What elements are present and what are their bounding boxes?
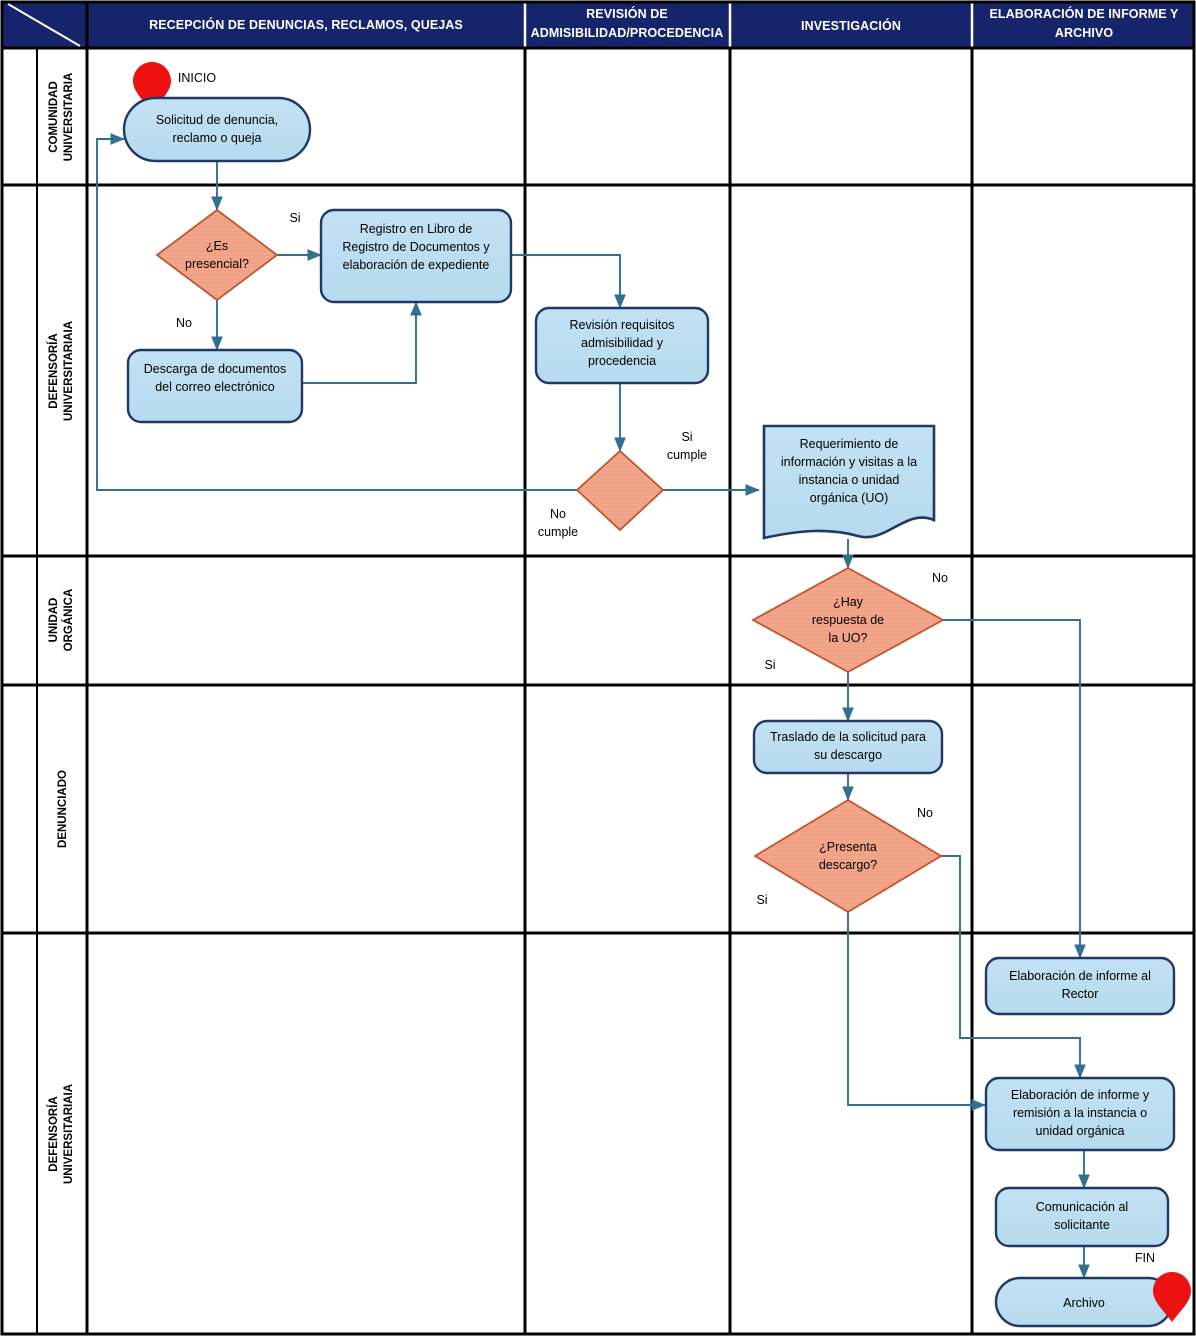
node-descarga-line1: Descarga de documentos: [144, 362, 286, 376]
node-descargo-line1: ¿Presenta: [819, 840, 877, 854]
edge-descargo-si: [847, 912, 986, 1111]
node-registro-line1: Registro en Libro de: [360, 222, 473, 236]
lane-defensoria1-line2: UNIVERSITARIAIA: [63, 321, 75, 421]
header-col-revision-line1: REVISIÓN DE: [586, 6, 668, 21]
lane-label-defensoria-2: DEFENSORÍA UNIVERSITARIAIA: [47, 1084, 75, 1184]
node-descarga-line2: del correo electrónico: [155, 380, 275, 394]
edge-label-no-cumple-line2: cumple: [538, 525, 578, 539]
node-requerimiento-line2: información y visitas a la: [781, 455, 917, 469]
corner-diagonal: [7, 3, 81, 47]
node-revision-line1: Revisión requisitos: [570, 318, 675, 332]
edge-label-no-presencial: No: [176, 316, 192, 330]
edge-label-no-descargo: No: [917, 806, 933, 820]
node-traslado-line2: su descargo: [814, 748, 882, 762]
node-comunicacion[interactable]: Comunicación al solicitante: [994, 1186, 1170, 1248]
node-solicitud-line2: reclamo o queja: [173, 131, 262, 145]
lane-defensoria2-line2: UNIVERSITARIAIA: [63, 1084, 75, 1184]
lane-comunidad-line1: COMUNIDAD: [48, 81, 60, 153]
node-cumple-decision[interactable]: [575, 449, 665, 532]
node-hay-respuesta[interactable]: ¿Hay respuesta de la UO?: [751, 566, 945, 674]
node-rector-line2: Rector: [1062, 987, 1099, 1001]
node-comunicacion-line1: Comunicación al: [1036, 1200, 1128, 1214]
edge-respuesta-no: [943, 619, 1086, 959]
pin-icon-fin: [1153, 1272, 1191, 1322]
node-respuesta-line3: la UO?: [829, 631, 868, 645]
edge-label-si-presencial: Si: [289, 211, 300, 225]
node-requerimiento-line4: orgánica (UO): [810, 491, 889, 505]
node-respuesta-line1: ¿Hay: [833, 595, 864, 609]
node-traslado[interactable]: Traslado de la solicitud para su descarg…: [752, 719, 944, 775]
node-es-presencial[interactable]: ¿Es presencial?: [155, 208, 279, 302]
node-presencial-line2: presencial?: [185, 257, 249, 271]
connectors: [96, 133, 1090, 1279]
node-rector-line1: Elaboración de informe al: [1009, 969, 1151, 983]
node-revision-line2: admisibilidad y: [581, 336, 664, 350]
edge-descargo-no: [941, 855, 1086, 1079]
header-col-recepcion: RECEPCIÓN DE DENUNCIAS, RECLAMOS, QUEJAS: [149, 17, 463, 32]
node-revision-requisitos[interactable]: Revisión requisitos admisibilidad y proc…: [534, 306, 710, 385]
lane-unidad-line2: ORGÁNICA: [62, 589, 75, 652]
node-registro-line2: Registro de Documentos y: [342, 240, 490, 254]
header-col-revision-line2: ADMISIBILIDAD/PROCEDENCIA: [531, 26, 724, 40]
node-registro-libro[interactable]: Registro en Libro de Registro de Documen…: [319, 208, 513, 304]
node-registro-line3: elaboración de expediente: [343, 258, 490, 272]
node-solicitud-line1: Solicitud de denuncia,: [156, 113, 278, 127]
node-descarga-documentos[interactable]: Descarga de documentos del correo electr…: [126, 348, 304, 424]
edge-label-no-respuesta: No: [932, 571, 948, 585]
node-revision-line3: procedencia: [588, 354, 656, 368]
edge-label-si-respuesta: Si: [764, 658, 775, 672]
lane-label-defensoria-1: DEFENSORÍA UNIVERSITARIAIA: [47, 321, 75, 421]
edge-label-si-descargo: Si: [756, 893, 767, 907]
node-informe-remision[interactable]: Elaboración de informe y remisión a la i…: [984, 1076, 1176, 1152]
node-comunicacion-line2: solicitante: [1054, 1218, 1110, 1232]
marker-fin: FIN: [1135, 1251, 1191, 1322]
lane-label-denunciado: DENUNCIADO: [57, 770, 69, 848]
lane-comunidad-line2: UNIVERSITARIA: [63, 73, 75, 162]
node-requerimiento-line1: Requerimiento de: [800, 437, 899, 451]
node-remision-line2: remisión a la instancia o: [1013, 1106, 1147, 1120]
node-respuesta-line2: respuesta de: [812, 613, 884, 627]
lane-label-unidad-organica: UNIDAD ORGÁNICA: [48, 589, 75, 652]
lane-label-comunidad: COMUNIDAD UNIVERSITARIA: [48, 73, 75, 162]
lane-unidad-line1: UNIDAD: [48, 598, 60, 643]
edge-descarga-to-registro: [302, 301, 422, 384]
node-informe-rector[interactable]: Elaboración de informe al Rector: [984, 956, 1176, 1016]
node-remision-line1: Elaboración de informe y: [1011, 1088, 1150, 1102]
edge-label-no-cumple-line1: No: [550, 507, 566, 521]
marker-inicio-label: INICIO: [178, 71, 216, 85]
lane-defensoria2-line1: DEFENSORÍA: [47, 1096, 60, 1171]
lane-labels: COMUNIDAD UNIVERSITARIA DEFENSORÍA UNIVE…: [47, 73, 75, 1184]
header-col-informe-line2: ARCHIVO: [1055, 26, 1114, 40]
lane-denunciado-line1: DENUNCIADO: [57, 770, 69, 848]
edge-registro-to-revision: [511, 254, 626, 309]
edge-label-si-cumple-line2: cumple: [667, 448, 707, 462]
header-col-investigacion: INVESTIGACIÓN: [801, 18, 901, 33]
node-presenta-descargo[interactable]: ¿Presenta descargo?: [753, 798, 943, 914]
marker-fin-label: FIN: [1135, 1251, 1155, 1265]
edge-label-si-cumple-line1: Si: [681, 430, 692, 444]
node-archivo[interactable]: Archivo: [994, 1276, 1174, 1328]
node-requerimiento[interactable]: Requerimiento de información y visitas a…: [762, 424, 936, 540]
header-col-informe-line1: ELABORACIÓN DE INFORME Y: [990, 6, 1180, 21]
node-archivo-label: Archivo: [1063, 1296, 1105, 1310]
edge-cumple-no-feedback: [96, 133, 577, 491]
node-requerimiento-line3: instancia o unidad: [799, 473, 900, 487]
header-band: RECEPCIÓN DE DENUNCIAS, RECLAMOS, QUEJAS…: [1, 1, 1195, 49]
node-solicitud[interactable]: Solicitud de denuncia, reclamo o queja: [122, 96, 312, 163]
node-remision-line3: unidad orgánica: [1036, 1124, 1125, 1138]
lane-defensoria1-line1: DEFENSORÍA: [47, 333, 60, 408]
node-presencial-line1: ¿Es: [206, 239, 228, 253]
node-traslado-line1: Traslado de la solicitud para: [770, 730, 926, 744]
node-descargo-line2: descargo?: [819, 858, 877, 872]
